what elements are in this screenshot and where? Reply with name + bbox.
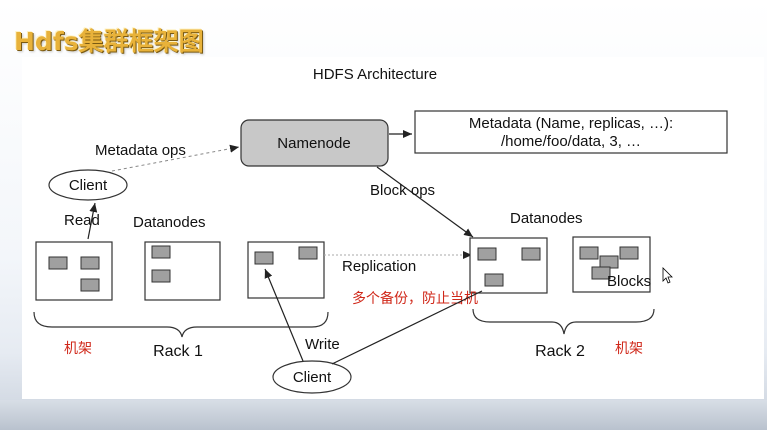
block-ops-arrow <box>376 166 474 238</box>
datanode-rack2-a <box>469 237 548 294</box>
rack-annotation-right: 机架 <box>615 341 643 357</box>
block <box>521 247 541 261</box>
rack2-label: Rack 2 <box>535 343 585 360</box>
rack1-label: Rack 1 <box>153 343 203 360</box>
client-bottom-node <box>272 360 352 394</box>
hdfs-architecture-diagram: HDFS Architecture Namenode Metadata (Nam… <box>22 57 764 399</box>
write-to-rack2-line <box>331 290 483 365</box>
block <box>80 256 100 270</box>
block <box>151 269 171 283</box>
block <box>48 256 68 270</box>
block <box>254 251 274 265</box>
metadata-box <box>414 110 728 154</box>
metadata-line-2: /home/foo/data, 3, … <box>501 133 641 150</box>
namenode-box <box>240 119 389 167</box>
block <box>80 278 100 292</box>
diagram-canvas: HDFS Architecture Namenode Metadata (Nam… <box>33 66 728 394</box>
rack2-brace <box>472 308 655 335</box>
client-top-node <box>48 169 128 201</box>
datanode-rack1-a <box>35 241 113 301</box>
datanodes-left-label: Datanodes <box>133 214 206 231</box>
backup-annotation: 多个备份，防止当机 <box>352 290 478 307</box>
read-label: Read <box>64 212 100 229</box>
metadata-ops-label: Metadata ops <box>95 142 186 159</box>
mouse-cursor-icon <box>662 267 673 284</box>
block <box>477 247 497 261</box>
rack1-brace <box>33 311 329 338</box>
read-arrow <box>87 202 98 240</box>
client-top-label: Client <box>69 177 108 194</box>
namenode-label: Namenode <box>277 135 350 152</box>
block-ops-label: Block ops <box>370 182 435 199</box>
slide-footer-band <box>0 400 767 430</box>
block <box>599 255 619 269</box>
rack-annotation-left: 机架 <box>64 341 92 357</box>
block <box>591 266 611 280</box>
datanodes-right-label: Datanodes <box>510 210 583 227</box>
client-bottom-label: Client <box>293 369 332 386</box>
block <box>619 246 639 260</box>
block <box>579 246 599 260</box>
metadata-line-1: Metadata (Name, replicas, …): <box>469 115 673 132</box>
write-label: Write <box>305 336 340 353</box>
blocks-label: Blocks <box>607 273 651 290</box>
slide-title: Hdfs集群框架图 <box>14 27 204 56</box>
block <box>484 273 504 287</box>
replication-label: Replication <box>342 258 416 275</box>
block <box>151 245 171 259</box>
block <box>298 246 318 260</box>
write-arrow <box>264 268 304 362</box>
diagram-title: HDFS Architecture <box>313 66 437 83</box>
